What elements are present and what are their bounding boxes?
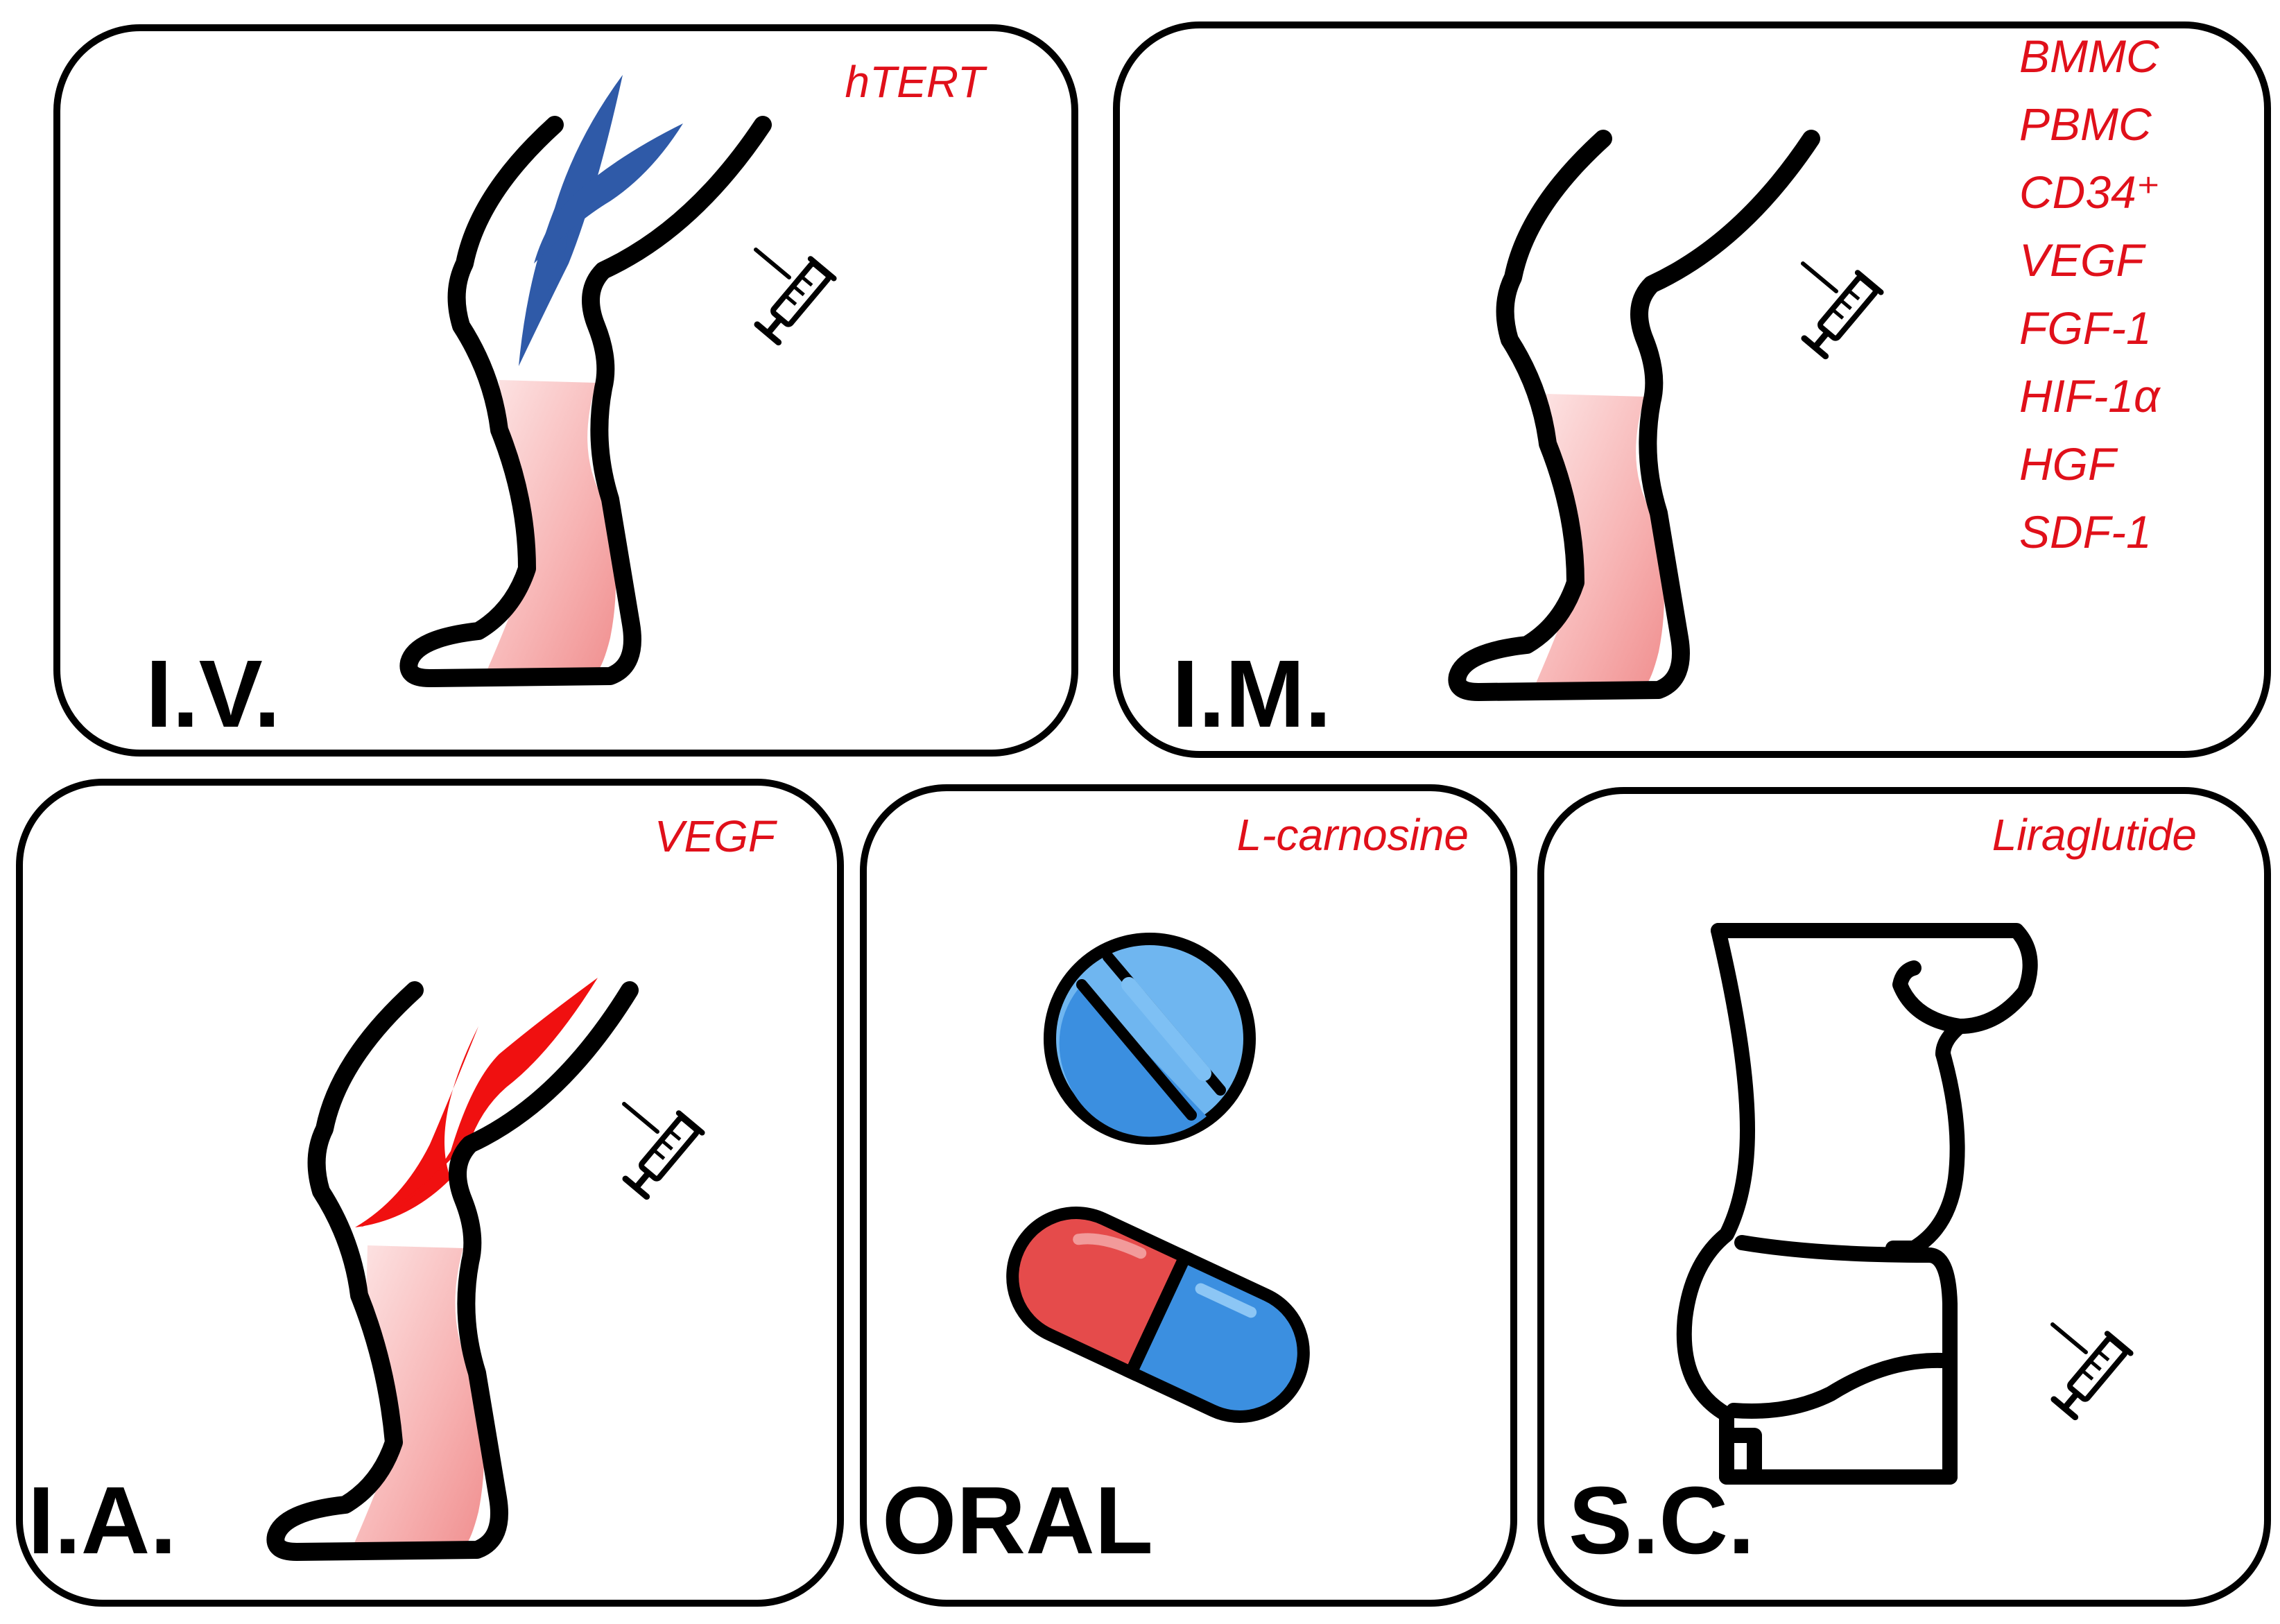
panel-iv: hTERT I.V.: [53, 24, 1078, 757]
panel-im: BMMC PBMC CD34⁺ VEGF FGF-1 HIF-1α HGF SD…: [1113, 21, 2271, 758]
abdomen-torso-icon: [1676, 923, 2038, 1485]
artery-icon: [355, 978, 598, 1227]
vein-icon: [519, 75, 683, 366]
leg-outline-icon: [266, 981, 639, 1561]
route-label: I.M.: [1172, 641, 1331, 748]
capsule-icon: [1006, 1207, 1310, 1423]
pill-tablet-icon: [1044, 933, 1256, 1145]
leg-outline-icon: [1448, 130, 1820, 701]
agent-label: HIF-1α: [2019, 370, 2161, 422]
agent-label: HGF: [2019, 438, 2118, 490]
agent-label: PBMC: [2019, 98, 2152, 150]
route-label: I.V.: [146, 641, 280, 748]
agent-label: BMMC: [2019, 31, 2160, 82]
route-label: S.C.: [1569, 1467, 1754, 1574]
agent-label: SDF-1: [2019, 506, 2152, 558]
agent-label: FGF-1: [2019, 302, 2152, 354]
route-label: I.A.: [28, 1467, 177, 1574]
agent-label: Liraglutide: [1992, 810, 2197, 860]
panel-sc: Liraglutide S.C.: [1537, 787, 2271, 1607]
agent-label: hTERT: [845, 57, 987, 107]
route-label: ORAL: [882, 1467, 1153, 1574]
agent-label: VEGF: [655, 811, 778, 861]
agent-list: BMMC PBMC CD34⁺ VEGF FGF-1 HIF-1α HGF SD…: [2019, 31, 2161, 558]
panel-oral-border: [860, 784, 1517, 1607]
agent-label: L-carnosine: [1237, 810, 1469, 860]
panel-ia: VEGF I.A.: [16, 779, 844, 1607]
agent-label: CD34⁺: [2019, 166, 2161, 218]
agent-label: VEGF: [2019, 234, 2146, 286]
panel-oral: L-carnosine ORAL: [860, 784, 1517, 1607]
panel-im-border: [1113, 21, 2271, 758]
leg-outline-icon: [399, 116, 772, 687]
